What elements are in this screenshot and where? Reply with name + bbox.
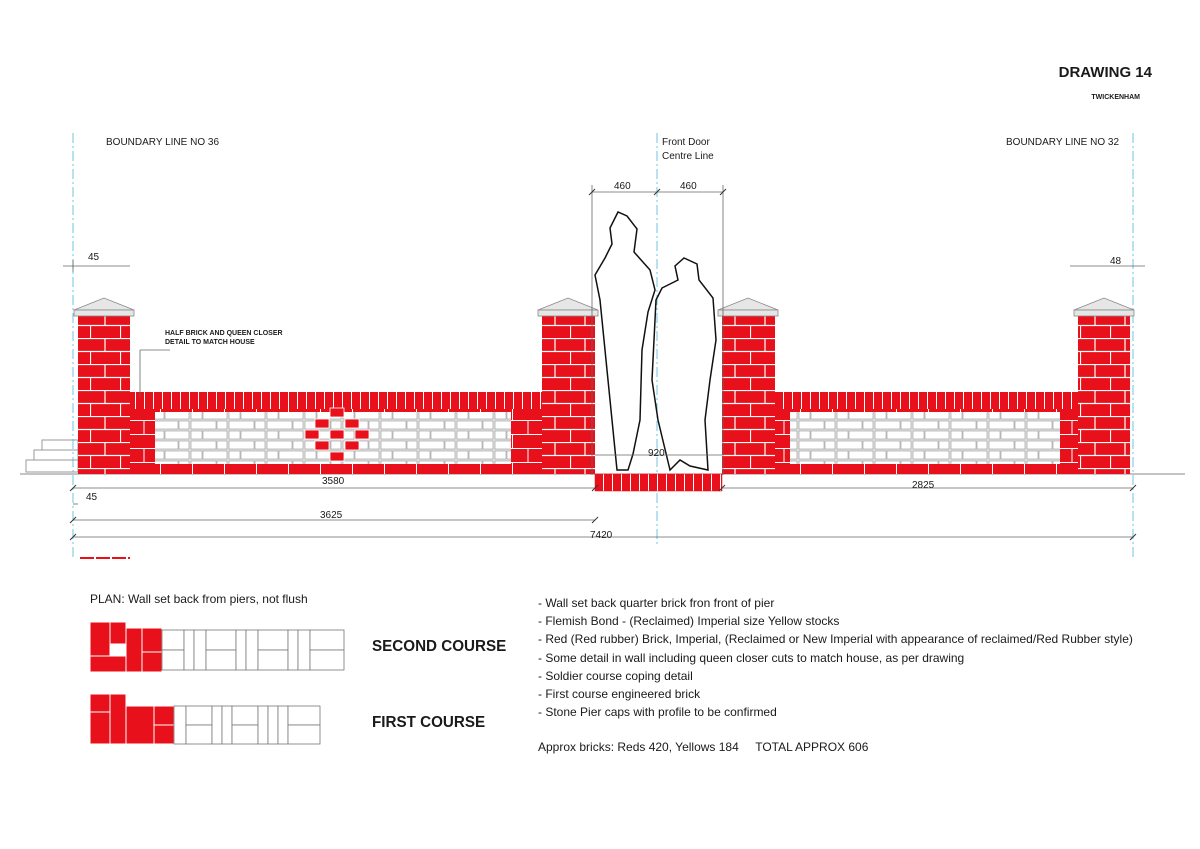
brick-totals: Approx bricks: Reds 420, Yellows 184 TOT… <box>538 740 869 754</box>
note-item: - Flemish Bond - (Reclaimed) Imperial si… <box>538 614 840 629</box>
drawing-title: DRAWING 14 <box>1058 64 1152 81</box>
dim-gate-half-right: 460 <box>680 181 697 192</box>
plan-second-course-yellow <box>161 629 345 671</box>
note-item: - Red (Red rubber) Brick, Imperial, (Rec… <box>538 632 1133 647</box>
gate-threshold-bricks <box>594 473 723 492</box>
boundary-label-right: BOUNDARY LINE NO 32 <box>1006 137 1120 148</box>
pier-gate-right <box>722 316 775 474</box>
plan-first-course <box>89 693 175 745</box>
front-door-label-line1: Front Door <box>662 137 710 148</box>
note-item: - Soldier course coping detail <box>538 668 693 683</box>
detail-note: HALF BRICK AND QUEEN CLOSER DETAIL TO MA… <box>165 329 283 347</box>
dim-gate-opening: 920 <box>648 448 665 459</box>
plan-second-course <box>89 621 163 673</box>
dim-pier-left-offset: 45 <box>88 252 100 263</box>
plan-caption: PLAN: Wall set back from piers, not flus… <box>90 592 308 606</box>
person-silhouette-short <box>651 257 717 472</box>
left-wall-soldier-course <box>128 392 542 409</box>
detail-note-line1: HALF BRICK AND QUEEN CLOSER <box>165 330 283 337</box>
right-wall-soldier-course <box>773 392 1079 409</box>
pier-caps <box>73 297 1135 317</box>
note-item: - Stone Pier caps with profile to be con… <box>538 705 777 720</box>
dimension-ticks <box>69 188 1137 541</box>
front-door-label: Front Door Centre Line <box>662 137 714 162</box>
dim-left-total: 3625 <box>320 510 343 521</box>
first-course-label: FIRST COURSE <box>372 714 486 731</box>
dim-gate-half-left: 460 <box>614 181 631 192</box>
boundary-label-left: BOUNDARY LINE NO 36 <box>106 137 220 148</box>
pier-gate-left <box>542 316 595 474</box>
dim-left-wall: 3580 <box>322 476 345 487</box>
dim-pier-right-offset: 48 <box>1110 256 1122 267</box>
dim-right-wall: 2825 <box>912 480 935 491</box>
right-wall-yellow-panel <box>790 412 1060 464</box>
note-item: - First course engineered brick <box>538 687 701 702</box>
dim-overall: 7420 <box>590 530 613 541</box>
detail-note-line2: DETAIL TO MATCH HOUSE <box>165 339 255 346</box>
note-item: - Some detail in wall including queen cl… <box>538 650 965 665</box>
diamond-detail <box>304 407 370 462</box>
note-item: - Wall set back quarter brick fron front… <box>538 596 775 610</box>
spec-notes: - Wall set back quarter brick fron front… <box>538 594 1133 721</box>
front-door-label-line2: Centre Line <box>662 151 714 162</box>
plan-first-course-yellow <box>173 705 321 745</box>
drawing-location: TWICKENHAM <box>1091 94 1140 101</box>
person-silhouette-tall <box>594 211 656 471</box>
step-detail <box>25 439 79 473</box>
pier-far-left <box>78 316 130 474</box>
dim-left-offset-below: 45 <box>86 492 98 503</box>
second-course-label: SECOND COURSE <box>372 638 507 655</box>
pier-far-right <box>1078 316 1130 474</box>
